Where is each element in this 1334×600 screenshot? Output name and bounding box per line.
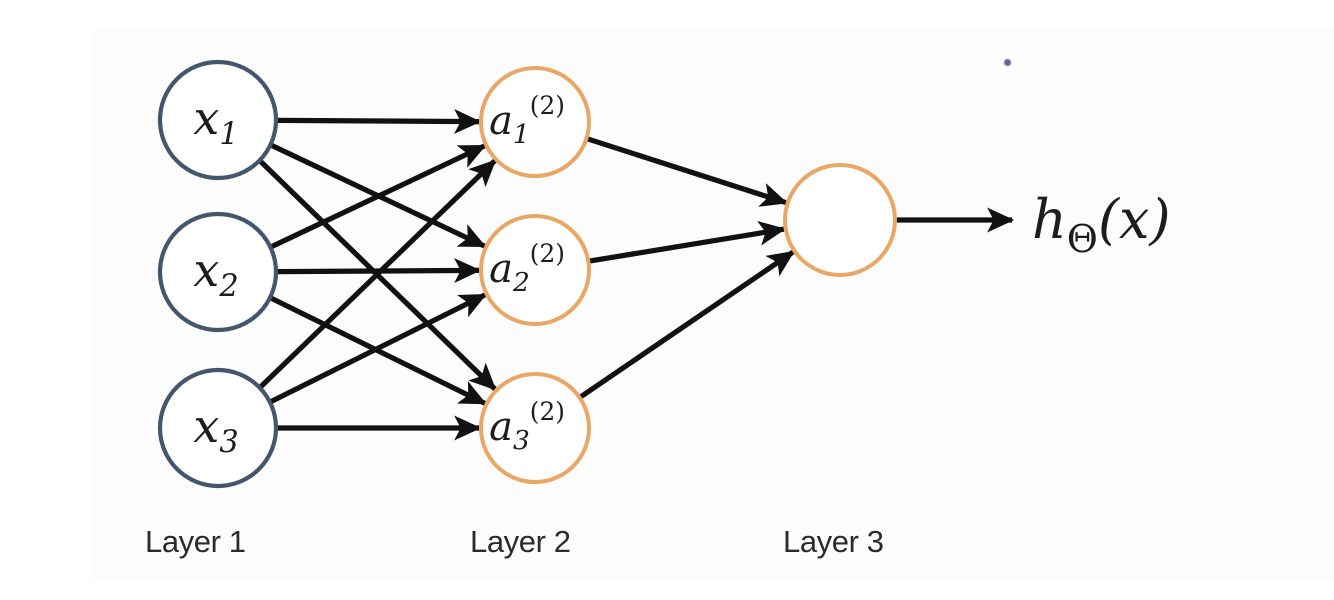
caption-layer-1: Layer 1 <box>145 524 246 559</box>
node-x2-circle[interactable] <box>157 211 279 333</box>
node-a2-circle[interactable] <box>479 214 591 326</box>
node-out1-circle[interactable] <box>783 163 897 277</box>
stray-dot-artifact <box>1004 59 1011 66</box>
node-x3-circle[interactable] <box>157 367 279 489</box>
caption-layer-2: Layer 2 <box>470 524 571 559</box>
node-x2-label: x2 <box>193 243 238 304</box>
node-a2-label: a2(2) <box>489 239 565 298</box>
edge-a1-to-out1 <box>586 136 788 207</box>
edge-group-hidden-to-output <box>578 136 795 400</box>
hypothesis-label: hΘ(x) <box>1032 188 1171 261</box>
node-x1-label: x1 <box>193 91 238 152</box>
edge-x1-to-a1 <box>276 109 482 134</box>
edge-a2-to-out1 <box>588 220 786 264</box>
edge-a3-to-out1 <box>578 249 795 400</box>
node-a3-circle[interactable] <box>479 372 591 484</box>
hypothesis-label-group: hΘ(x) <box>1032 188 1171 261</box>
layer-caption-group: Layer 1 Layer 2 Layer 3 <box>145 524 884 559</box>
edge-x3-to-a2 <box>269 292 487 405</box>
node-a3-label: a3(2) <box>489 397 565 456</box>
node-x1-circle[interactable] <box>157 59 279 181</box>
node-a1-label: a1(2) <box>489 91 565 150</box>
edge-x2-to-a1 <box>270 143 487 250</box>
caption-layer-3: Layer 3 <box>783 524 884 559</box>
node-x3-label: x3 <box>193 399 238 460</box>
node-a1-circle[interactable] <box>479 66 591 178</box>
edge-x3-to-a1 <box>258 159 497 389</box>
node-group: x1 x2 x3 a1(2) a2(2) a3(2) <box>157 59 897 489</box>
edge-group-input-to-hidden <box>258 109 497 441</box>
